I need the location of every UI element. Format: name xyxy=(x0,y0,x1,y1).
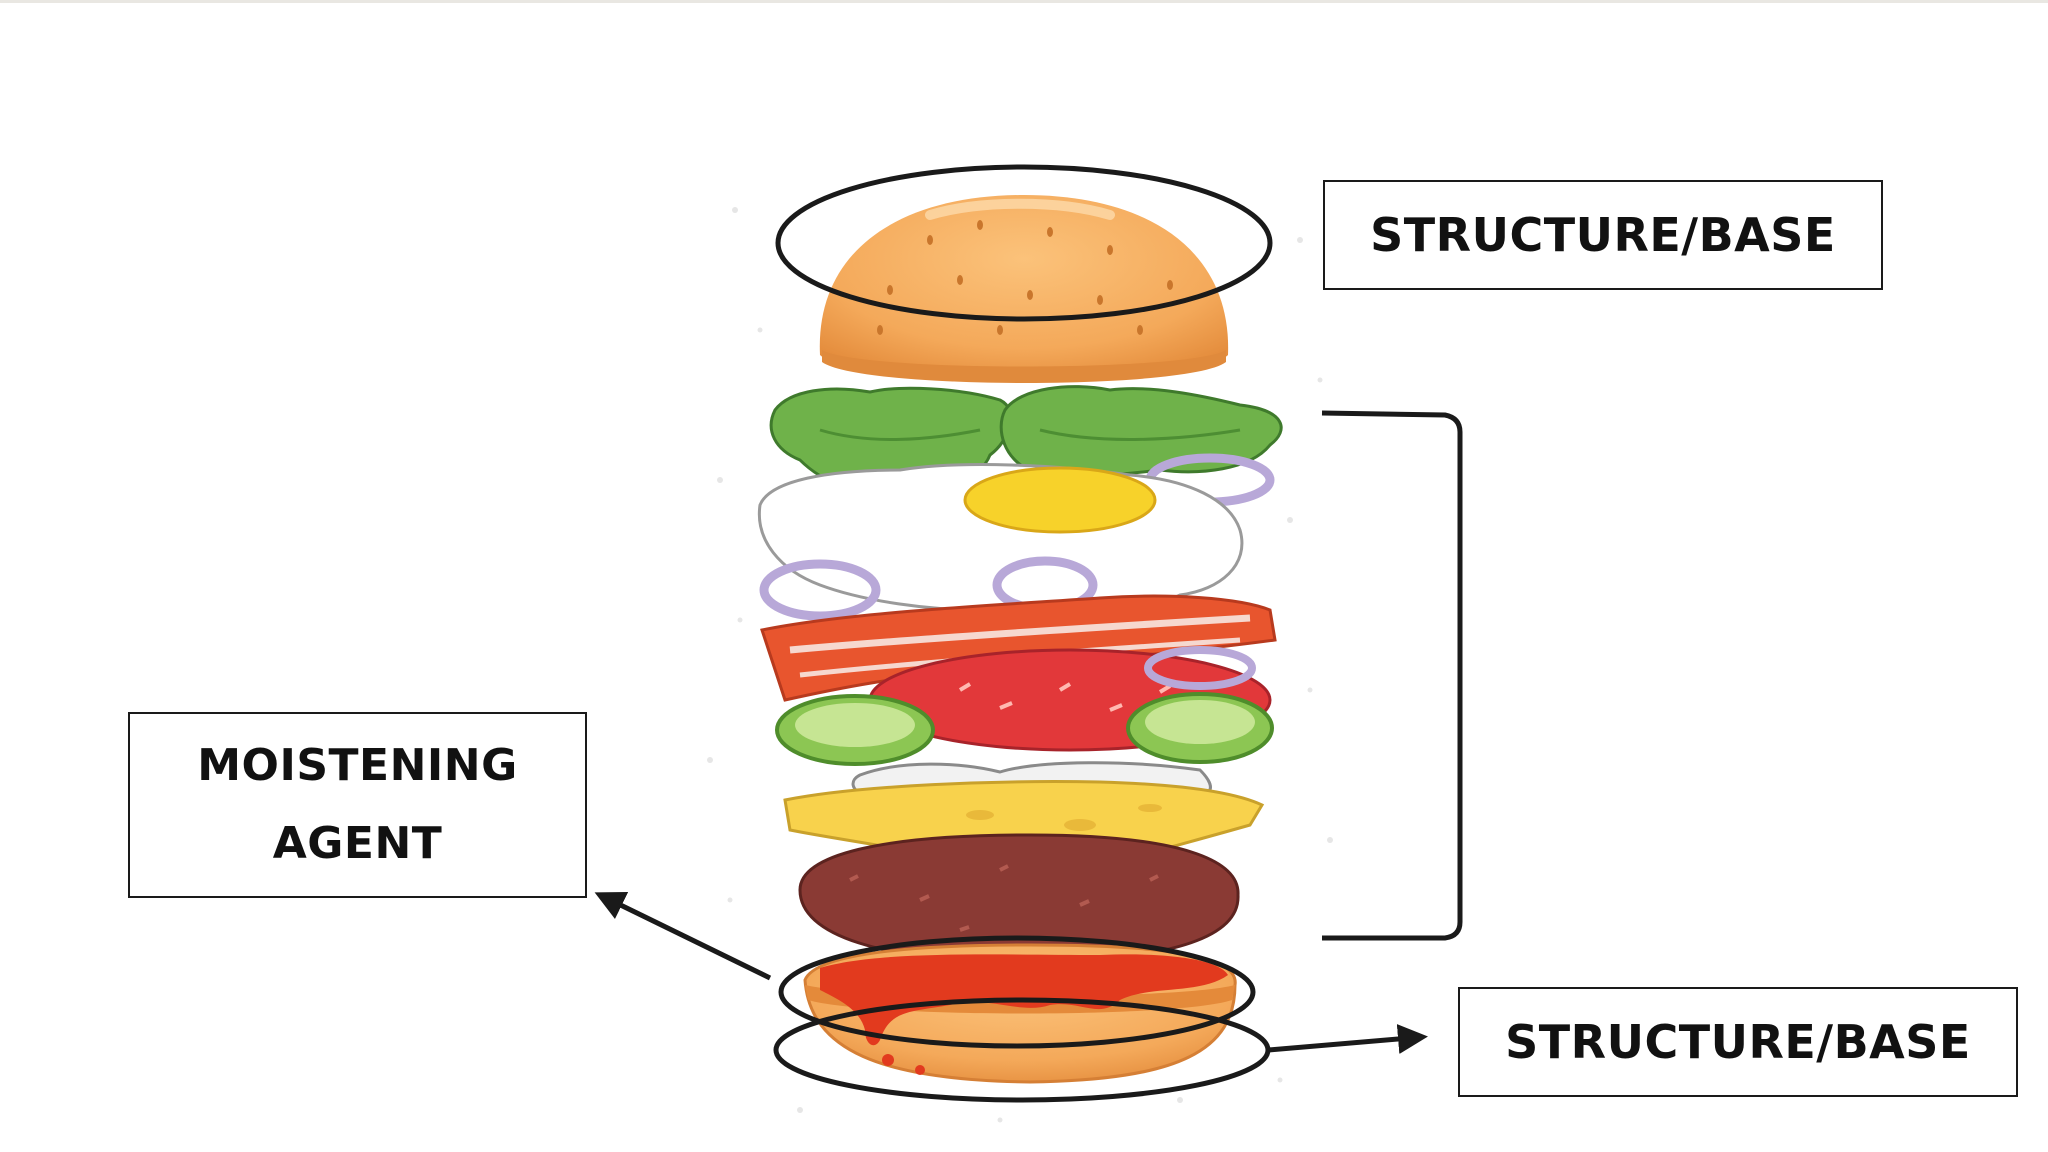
patty xyxy=(798,833,1240,964)
bottom-structure-base-text: STRUCTURE/BASE xyxy=(1505,1015,1971,1069)
bottom-structure-base-label: STRUCTURE/BASE xyxy=(1458,987,2018,1097)
moistening-agent-text-line2: AGENT xyxy=(272,818,443,869)
moistening-agent-arrow xyxy=(594,892,772,981)
ketchup-highlight-ellipse xyxy=(778,935,1256,1049)
top-structure-base-label: STRUCTURE/BASE xyxy=(1323,180,1883,290)
moistening-agent-label: MOISTENING AGENT xyxy=(128,712,587,898)
moistening-agent-text-line1: MOISTENING xyxy=(197,740,518,791)
speckle-background xyxy=(707,207,1333,1123)
top-border-line xyxy=(0,0,2048,3)
top-bun-highlight-ellipse xyxy=(775,164,1273,322)
fried-egg xyxy=(757,463,1244,613)
top-structure-base-text: STRUCTURE/BASE xyxy=(1370,208,1836,262)
bottom-bun xyxy=(803,943,1237,1084)
onion-ring xyxy=(1144,646,1256,690)
onion-ring xyxy=(759,559,881,621)
cucumber-slices xyxy=(775,692,1274,766)
top-bun xyxy=(819,195,1229,383)
bacon xyxy=(760,594,1277,702)
fillings-bracket xyxy=(1321,410,1463,941)
bottom-base-arrow xyxy=(1267,1024,1428,1054)
